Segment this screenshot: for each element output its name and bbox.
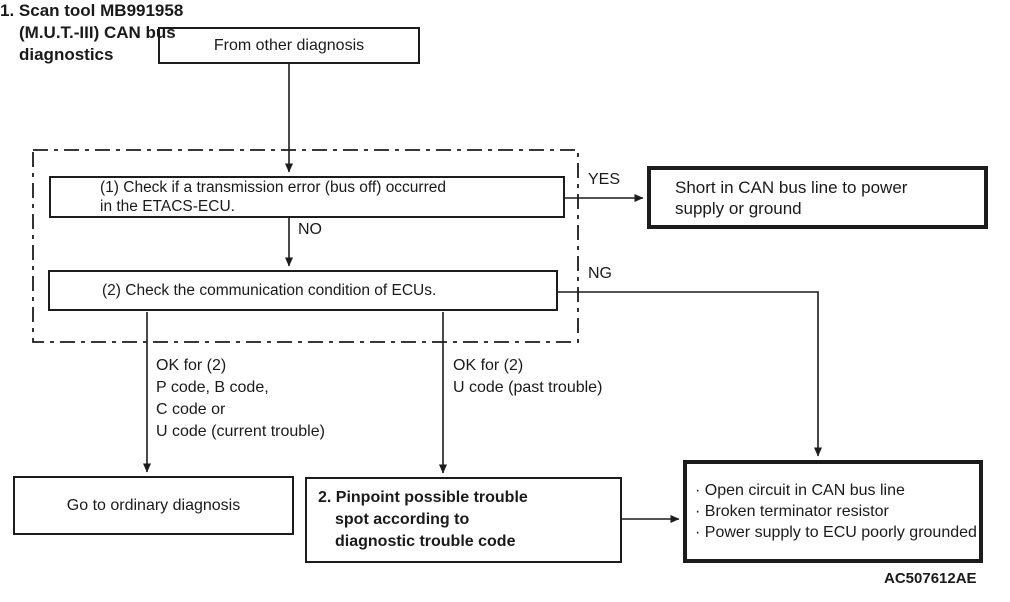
step1-label-line2: (M.U.T.-III) CAN bus — [19, 23, 176, 42]
node-pinpoint-trouble-spot: 2. Pinpoint possible trouble spot accord… — [305, 477, 622, 563]
edge-label-ok-current-trouble: OK for (2) P code, B code, C code or U c… — [156, 357, 325, 440]
node-go-to-ordinary-diagnosis: Go to ordinary diagnosis — [13, 476, 294, 535]
edge-label-no: NO — [298, 221, 322, 238]
node-check-communication-condition: (2) Check the communication condition of… — [48, 270, 558, 311]
figure-code: AC507612AE — [884, 570, 977, 587]
node-short-in-can-bus-text: Short in CAN bus line to power supply or… — [675, 177, 908, 218]
node-possible-causes: · Open circuit in CAN bus line · Broken … — [683, 460, 983, 563]
node-pinpoint-line3: diagnostic trouble code — [335, 533, 516, 550]
node-check-transmission-error-text: (1) Check if a transmission error (bus o… — [100, 179, 446, 215]
node-pinpoint-line1: 2. Pinpoint possible trouble — [318, 489, 528, 506]
arrow-ng-check2-to-causes — [558, 291, 822, 457]
node-check-communication-condition-text: (2) Check the communication condition of… — [102, 282, 437, 299]
step1-scan-tool-label: 1. Scan tool MB991958 (M.U.T.-III) CAN b… — [0, 0, 183, 66]
node-from-other-diagnosis: From other diagnosis — [158, 27, 420, 64]
scan-tool-group-dashed-border — [32, 149, 579, 343]
node-pinpoint-line2: spot according to — [335, 511, 470, 528]
edge-label-yes: YES — [588, 171, 621, 188]
step1-label-line3: diagnostics — [19, 45, 114, 64]
node-go-to-ordinary-diagnosis-text: Go to ordinary diagnosis — [66, 497, 241, 514]
edge-label-ng: NG — [588, 265, 612, 282]
node-short-in-can-bus: Short in CAN bus line to power supply or… — [647, 166, 988, 229]
edge-label-ok-past-trouble: OK for (2) U code (past trouble) — [453, 357, 603, 396]
node-check-transmission-error: (1) Check if a transmission error (bus o… — [49, 176, 565, 218]
step1-label-line1: 1. Scan tool MB991958 — [0, 1, 184, 20]
node-from-other-diagnosis-text: From other diagnosis — [213, 37, 365, 54]
node-possible-causes-text: · Open circuit in CAN bus line · Broken … — [695, 482, 977, 541]
